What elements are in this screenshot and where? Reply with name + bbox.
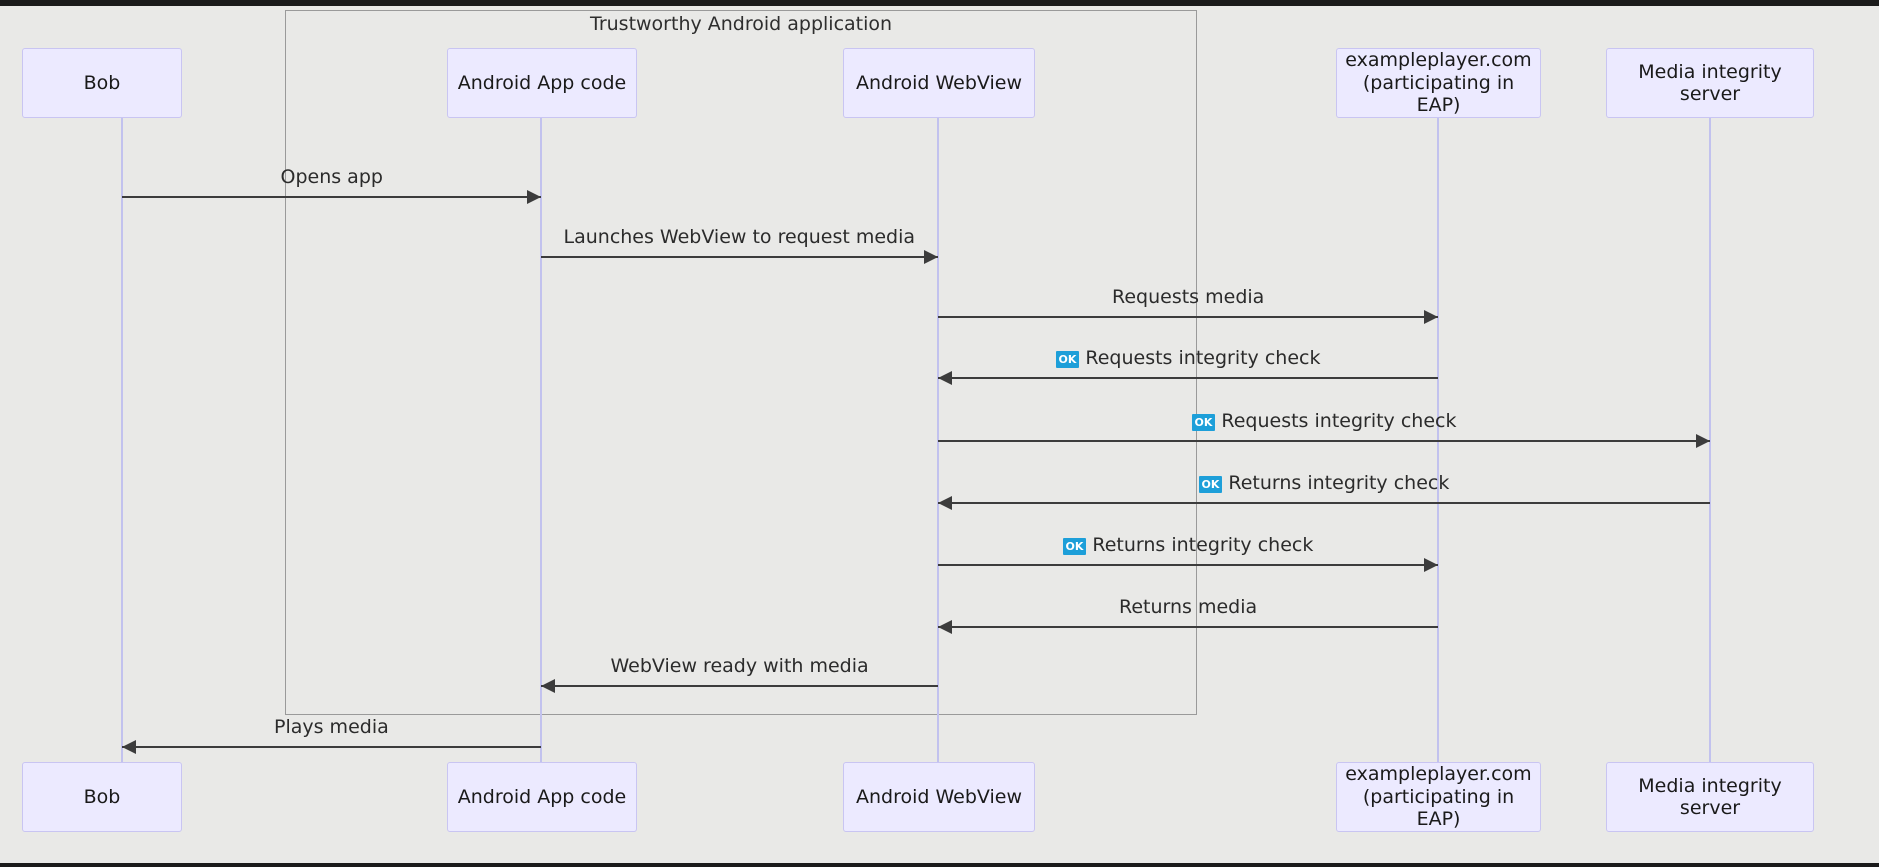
arrow-head-right-icon xyxy=(527,190,541,204)
participant-label-line1: Bob xyxy=(83,71,121,94)
participant-bottom-appcode[interactable]: Android App code xyxy=(447,762,637,832)
message-label: Opens app xyxy=(281,166,383,188)
ok-badge-icon: OK xyxy=(1198,475,1223,493)
arrow-head-right-icon xyxy=(1424,558,1438,572)
message-label: OK Returns integrity check xyxy=(1198,472,1450,494)
participant-label-line1: Android App code xyxy=(457,785,627,808)
participant-label-line1: Media integrity server xyxy=(1638,60,1782,105)
lifeline-appcode xyxy=(540,118,542,762)
arrow-head-left-icon xyxy=(938,371,952,385)
participant-label-line1: Android App code xyxy=(457,71,627,94)
message-label: Requests media xyxy=(1112,286,1264,308)
group-box-trustworthy-android-application xyxy=(285,10,1197,715)
message-label-text: Returns media xyxy=(1119,596,1258,618)
participant-label: Media integrity server xyxy=(1611,775,1809,820)
message-label-text: Plays media xyxy=(274,716,389,738)
message-label-text: WebView ready with media xyxy=(610,655,869,677)
message-arrow-line xyxy=(541,685,938,687)
participant-top-webview[interactable]: Android WebView xyxy=(843,48,1035,118)
participant-label: Android WebView xyxy=(856,786,1022,808)
message-label: OK Returns integrity check xyxy=(1062,534,1314,556)
ok-badge-icon: OK xyxy=(1062,537,1087,555)
participant-label: Android App code xyxy=(458,72,626,94)
participant-top-mis[interactable]: Media integrity server xyxy=(1606,48,1814,118)
participant-label-line1: exampleplayer.com xyxy=(1345,763,1532,786)
top-edge-strip xyxy=(0,0,1879,6)
message-label-text: Opens app xyxy=(280,166,383,188)
participant-bottom-bob[interactable]: Bob xyxy=(22,762,182,832)
bottom-edge-strip xyxy=(0,863,1879,867)
message-arrow-line xyxy=(938,564,1438,566)
message-label: Launches WebView to request media xyxy=(564,226,916,248)
message-label: WebView ready with media xyxy=(611,655,869,677)
arrow-head-left-icon xyxy=(938,620,952,634)
message-label-text: Launches WebView to request media xyxy=(563,226,916,248)
participant-bottom-mis[interactable]: Media integrity server xyxy=(1606,762,1814,832)
participant-label: exampleplayer.com(participating in EAP) xyxy=(1341,49,1536,116)
lifeline-mis xyxy=(1709,118,1711,762)
arrow-head-left-icon xyxy=(938,496,952,510)
message-label-text: Requests media xyxy=(1112,286,1265,308)
message-arrow-line xyxy=(122,196,541,198)
ok-badge-icon: OK xyxy=(1191,413,1216,431)
group-box-label: Trustworthy Android application xyxy=(584,13,899,35)
participant-label-line1: Android WebView xyxy=(855,785,1022,808)
participant-top-player[interactable]: exampleplayer.com(participating in EAP) xyxy=(1336,48,1541,118)
participant-label-line1: exampleplayer.com xyxy=(1345,49,1532,72)
arrow-head-right-icon xyxy=(924,250,938,264)
arrow-head-left-icon xyxy=(122,740,136,754)
message-arrow-line xyxy=(122,746,541,748)
message-label-text: Requests integrity check xyxy=(1221,410,1457,432)
participant-label-line2: (participating in EAP) xyxy=(1362,785,1515,831)
message-arrow-line xyxy=(541,256,938,258)
message-label-text: Returns integrity check xyxy=(1228,472,1450,494)
lifeline-bob xyxy=(121,118,123,762)
arrow-head-right-icon xyxy=(1696,434,1710,448)
arrow-head-right-icon xyxy=(1424,310,1438,324)
participant-label: Media integrity server xyxy=(1611,61,1809,106)
message-label-text: Returns integrity check xyxy=(1092,534,1314,556)
message-arrow-line xyxy=(938,626,1438,628)
participant-top-appcode[interactable]: Android App code xyxy=(447,48,637,118)
participant-label: Bob xyxy=(84,786,121,808)
participant-label-line1: Media integrity server xyxy=(1638,774,1782,819)
participant-bottom-webview[interactable]: Android WebView xyxy=(843,762,1035,832)
message-arrow-line xyxy=(938,316,1438,318)
message-arrow-line xyxy=(938,502,1710,504)
participant-label-line1: Android WebView xyxy=(855,71,1022,94)
ok-badge-icon: OK xyxy=(1055,350,1080,368)
participant-label: Bob xyxy=(84,72,121,94)
message-arrow-line xyxy=(938,377,1438,379)
participant-label: exampleplayer.com(participating in EAP) xyxy=(1341,763,1536,830)
participant-label: Android WebView xyxy=(856,72,1022,94)
message-label-text: Requests integrity check xyxy=(1085,347,1321,369)
participant-label: Android App code xyxy=(458,786,626,808)
message-arrow-line xyxy=(938,440,1710,442)
participant-bottom-player[interactable]: exampleplayer.com(participating in EAP) xyxy=(1336,762,1541,832)
participant-label-line2: (participating in EAP) xyxy=(1362,71,1515,117)
message-label: Plays media xyxy=(274,716,389,738)
participant-top-bob[interactable]: Bob xyxy=(22,48,182,118)
message-label: OK Requests integrity check xyxy=(1055,347,1321,369)
arrow-head-left-icon xyxy=(541,679,555,693)
participant-label-line1: Bob xyxy=(83,785,121,808)
message-label: OK Requests integrity check xyxy=(1191,410,1457,432)
message-label: Returns media xyxy=(1119,596,1257,618)
